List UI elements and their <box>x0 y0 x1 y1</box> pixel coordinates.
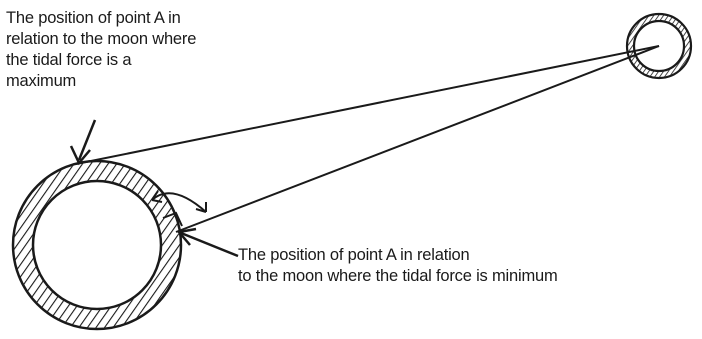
label-maximum-point: The position of point A in relation to t… <box>6 8 276 92</box>
label-minimum-line: to the moon where the tidal force is min… <box>238 266 698 287</box>
label-maximum-line: the tidal force is a <box>6 50 276 71</box>
label-maximum-line: relation to the moon where <box>6 29 276 50</box>
label-minimum-line: The position of point A in relation <box>238 245 698 266</box>
label-maximum-line: maximum <box>6 71 276 92</box>
label-maximum-line: The position of point A in <box>6 8 276 29</box>
label-minimum-point: The position of point A in relation to t… <box>238 245 698 287</box>
earth <box>0 150 200 339</box>
moon <box>620 8 700 88</box>
earth-crust-hatching <box>0 150 200 339</box>
